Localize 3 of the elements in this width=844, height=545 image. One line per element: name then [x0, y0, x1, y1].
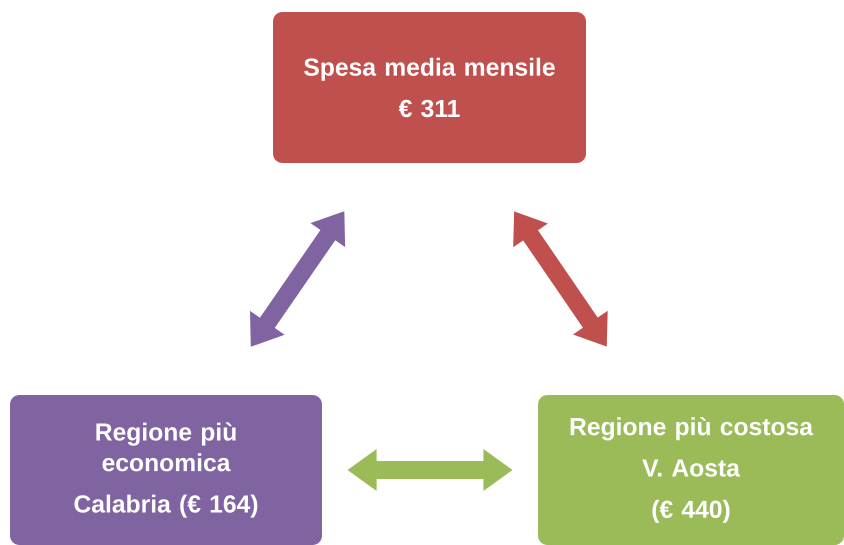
process-box: Regione più costosa V. Aosta (€ 440): [538, 395, 844, 545]
process-box: Spesa media mensile € 311: [273, 12, 586, 163]
process-box: Regione più economica Calabria (€ 164): [10, 395, 322, 545]
